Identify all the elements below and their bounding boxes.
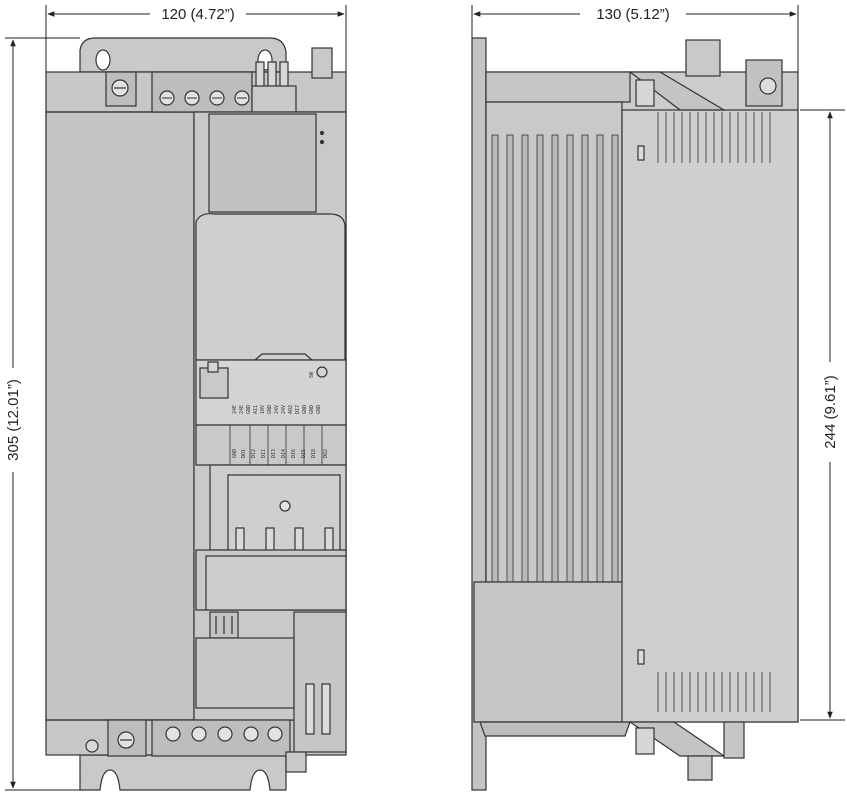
io-row3: AI1 xyxy=(253,405,259,414)
dimension-overall-height: 305 (12.01”) xyxy=(5,379,22,461)
io-row1b: 24E xyxy=(239,405,245,414)
io-row7: GND xyxy=(302,405,308,414)
io-row2: GND xyxy=(246,405,252,414)
io-low10: DO2 xyxy=(323,449,329,458)
io-row6: AO2 xyxy=(288,405,294,414)
io-low9: DI8 xyxy=(311,449,317,458)
io-row4b: GND xyxy=(267,405,273,414)
io-row7c: GND xyxy=(316,405,322,414)
dimension-mount-height: 244 (9.61”) xyxy=(822,375,839,448)
io-low7: DI6 xyxy=(291,449,297,458)
io-row5b: 24V xyxy=(281,405,287,414)
io-low6: DI4 xyxy=(281,449,287,458)
io-low1: GND xyxy=(232,449,238,458)
io-low5: DI3 xyxy=(271,449,277,458)
io-low3: DI2 xyxy=(251,449,257,458)
io-low2: DO1 xyxy=(241,449,247,458)
side-view xyxy=(471,37,799,791)
io-terminal-labels: 24E 24E GND AI1 10V GND 24V 24V AO2 DI7 … xyxy=(232,371,329,458)
io-low8: DI5 xyxy=(301,449,307,458)
io-row7b: GND xyxy=(309,405,315,414)
io-row1: 24E xyxy=(232,405,238,414)
io-row4: 10V xyxy=(260,405,266,414)
io-row5: 24V xyxy=(274,405,280,414)
dimension-front-width: 120 (4.72”) xyxy=(161,6,234,23)
dimension-side-depth: 130 (5.12”) xyxy=(596,6,669,23)
dimension-lines xyxy=(5,5,845,791)
io-sw: SW xyxy=(309,371,315,378)
io-row6b: DI7 xyxy=(295,405,301,414)
front-view xyxy=(45,37,347,791)
io-low4: DI1 xyxy=(261,449,267,458)
